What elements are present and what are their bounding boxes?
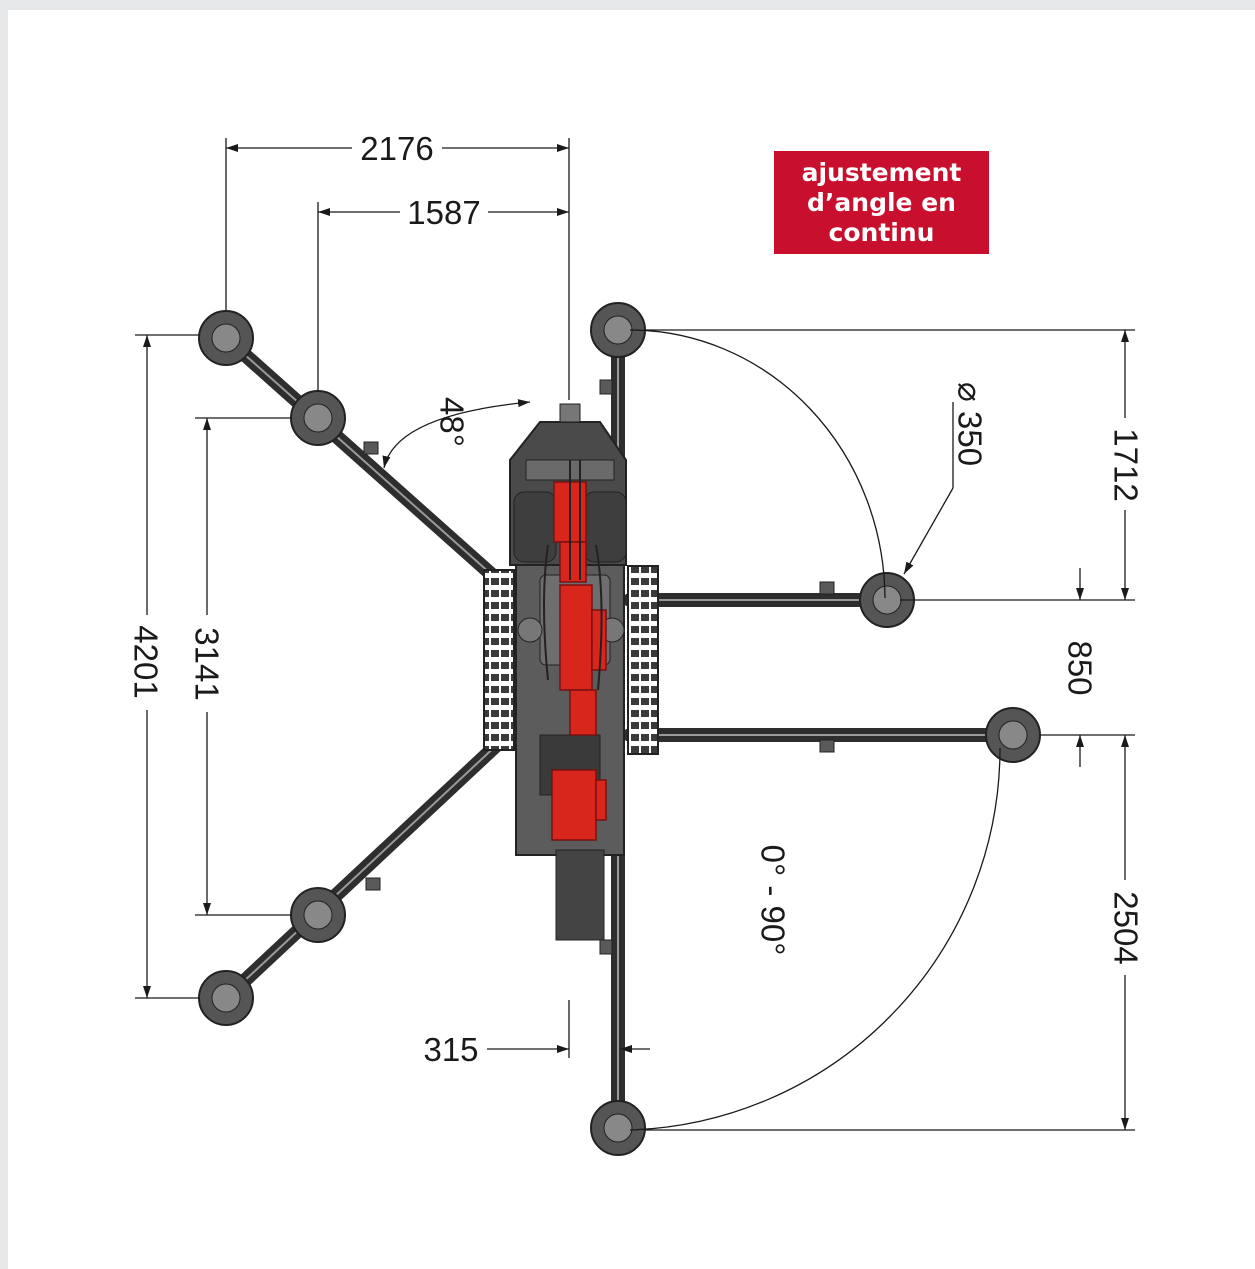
hydraulic-cylinders	[551, 481, 607, 841]
badge-line-2: d’angle en	[807, 187, 956, 217]
dim-wheel-diameter: ⌀ 350	[952, 382, 989, 466]
wheel-bottom-right	[590, 1100, 646, 1156]
wheel-upper-left-outer	[198, 310, 254, 366]
wheel-lower-left-outer	[198, 970, 254, 1026]
dim-outrigger-angle: 48°	[434, 397, 471, 447]
wheel-lower-left-inner	[290, 887, 346, 943]
dim-bottom-offset: 315	[423, 1031, 478, 1068]
track-left	[483, 569, 515, 751]
angle-adjustment-badge: ajustement d’angle en continu	[774, 151, 989, 254]
dimension-lines	[135, 138, 1135, 1131]
wheel-top-right	[590, 302, 646, 358]
wheel-upper-left-inner	[290, 390, 346, 446]
dim-right-upper-height: 1712	[1108, 428, 1145, 501]
dim-left-outer-height: 4201	[128, 625, 165, 698]
badge-line-1: ajustement	[801, 157, 962, 187]
dim-span-outer-top: 2176	[360, 130, 433, 167]
dim-left-inner-height: 3141	[189, 627, 226, 700]
dim-angle-range: 0° - 90°	[755, 845, 792, 956]
wheel-right-lower	[985, 707, 1041, 763]
badge-line-3: continu	[828, 217, 935, 247]
dim-span-inner-top: 1587	[407, 194, 480, 231]
dim-right-gap: 850	[1062, 640, 1099, 695]
track-right	[627, 565, 659, 755]
wheels	[198, 302, 1041, 1156]
dim-right-lower-height: 2504	[1108, 891, 1145, 964]
wheel-right-upper	[859, 572, 915, 628]
